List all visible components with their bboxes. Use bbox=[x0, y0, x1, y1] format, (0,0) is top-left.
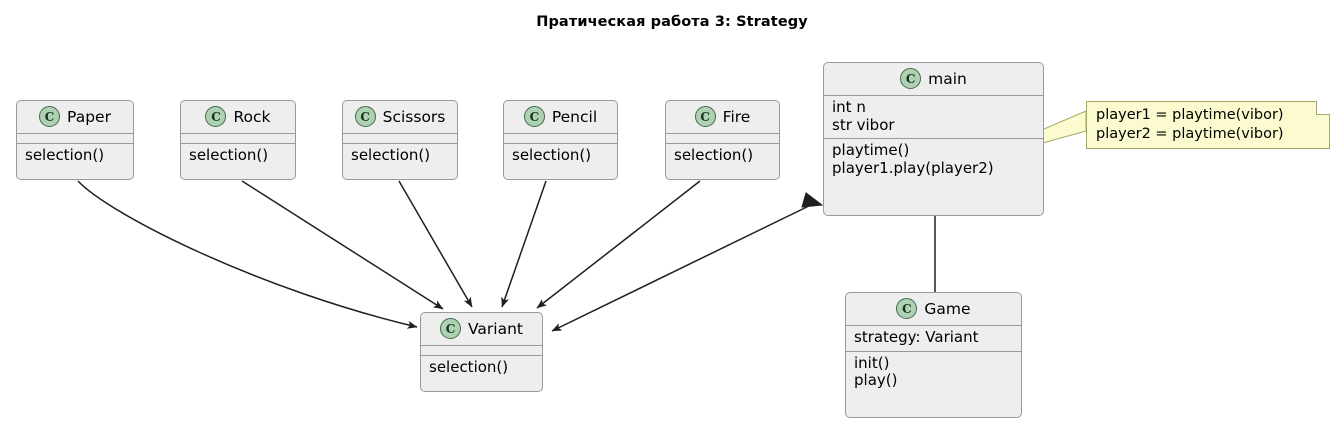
method-item: player1.play(player2) bbox=[832, 159, 994, 178]
note-fold-corner bbox=[1316, 101, 1330, 115]
note-box[interactable]: player1 = playtime(vibor) player2 = play… bbox=[1086, 101, 1330, 149]
methods-compartment-fire: selection() bbox=[666, 144, 779, 169]
class-header-scissors: C Scissors bbox=[343, 101, 457, 134]
class-name-rock: Rock bbox=[233, 107, 271, 126]
class-name-main: main bbox=[928, 69, 967, 88]
class-icon: C bbox=[205, 106, 227, 127]
attributes-compartment-fire bbox=[666, 134, 779, 144]
class-name-scissors: Scissors bbox=[382, 107, 446, 126]
class-icon: C bbox=[440, 318, 461, 339]
class-box-scissors[interactable]: C Scissors selection() bbox=[342, 100, 458, 180]
attributes-compartment-pencil bbox=[504, 134, 617, 144]
methods-compartment-paper: selection() bbox=[17, 144, 133, 169]
methods-compartment-main: playtime() player1.play(player2) bbox=[824, 139, 1043, 181]
methods-compartment-game: init() play() bbox=[846, 352, 1021, 394]
class-header-paper: C Paper bbox=[17, 101, 133, 134]
class-icon: C bbox=[523, 106, 545, 127]
class-header-pencil: C Pencil bbox=[504, 101, 617, 134]
attributes-compartment-scissors bbox=[343, 134, 457, 144]
methods-compartment-scissors: selection() bbox=[343, 144, 457, 169]
class-icon: C bbox=[900, 68, 922, 89]
method-item: selection() bbox=[429, 358, 509, 376]
attributes-compartment-game: strategy: Variant bbox=[846, 326, 1021, 352]
edge-pencil-variant bbox=[501, 180, 547, 308]
method-item: play() bbox=[854, 371, 898, 390]
edge-variant-main-head bbox=[801, 192, 824, 208]
method-item: selection() bbox=[351, 146, 431, 164]
attribute-item: str vibor bbox=[832, 115, 895, 134]
methods-compartment-variant: selection() bbox=[421, 356, 542, 381]
method-item: selection() bbox=[25, 146, 105, 164]
class-icon: C bbox=[896, 298, 918, 319]
page-title: Пратическая работа 3: Strategy bbox=[536, 14, 808, 30]
methods-compartment-rock: selection() bbox=[181, 144, 295, 169]
method-item: selection() bbox=[674, 146, 754, 164]
class-name-paper: Paper bbox=[67, 107, 111, 126]
note-line: player2 = playtime(vibor) bbox=[1096, 125, 1284, 142]
class-name-pencil: Pencil bbox=[551, 107, 598, 126]
method-item: selection() bbox=[512, 146, 592, 164]
edge-variant-main bbox=[551, 202, 816, 332]
class-header-game: C Game bbox=[846, 293, 1021, 326]
edge-paper-variant bbox=[77, 180, 418, 329]
note-line: player1 = playtime(vibor) bbox=[1096, 107, 1284, 123]
class-box-rock[interactable]: C Rock selection() bbox=[180, 100, 296, 180]
attributes-compartment-paper bbox=[17, 134, 133, 144]
edge-rock-variant bbox=[241, 180, 444, 310]
method-item: init() bbox=[854, 353, 890, 372]
class-box-main[interactable]: C main int n str vibor playtime() player… bbox=[823, 62, 1044, 216]
attribute-item: strategy: Variant bbox=[854, 328, 979, 346]
class-box-paper[interactable]: C Paper selection() bbox=[16, 100, 134, 180]
class-icon: C bbox=[354, 106, 376, 127]
class-box-game[interactable]: C Game strategy: Variant init() play() bbox=[845, 292, 1022, 418]
class-icon: C bbox=[39, 106, 61, 127]
class-box-pencil[interactable]: C Pencil selection() bbox=[503, 100, 618, 180]
class-header-variant: C Variant bbox=[421, 313, 542, 346]
class-name-fire: Fire bbox=[722, 107, 751, 126]
class-box-variant[interactable]: C Variant selection() bbox=[420, 312, 543, 392]
class-header-fire: C Fire bbox=[666, 101, 779, 134]
method-item: selection() bbox=[189, 146, 269, 164]
edge-scissors-variant bbox=[398, 180, 473, 308]
class-header-rock: C Rock bbox=[181, 101, 295, 134]
attribute-item: int n bbox=[832, 98, 866, 116]
class-icon: C bbox=[694, 106, 716, 127]
attributes-compartment-main: int n str vibor bbox=[824, 96, 1043, 140]
class-header-main: C main bbox=[824, 63, 1043, 96]
methods-compartment-pencil: selection() bbox=[504, 144, 617, 169]
attributes-compartment-variant bbox=[421, 346, 542, 356]
edge-fire-variant bbox=[536, 180, 701, 309]
class-name-variant: Variant bbox=[468, 319, 523, 338]
method-item: playtime() bbox=[832, 141, 910, 160]
attributes-compartment-rock bbox=[181, 134, 295, 144]
class-box-fire[interactable]: C Fire selection() bbox=[665, 100, 780, 180]
class-name-game: Game bbox=[924, 299, 971, 318]
